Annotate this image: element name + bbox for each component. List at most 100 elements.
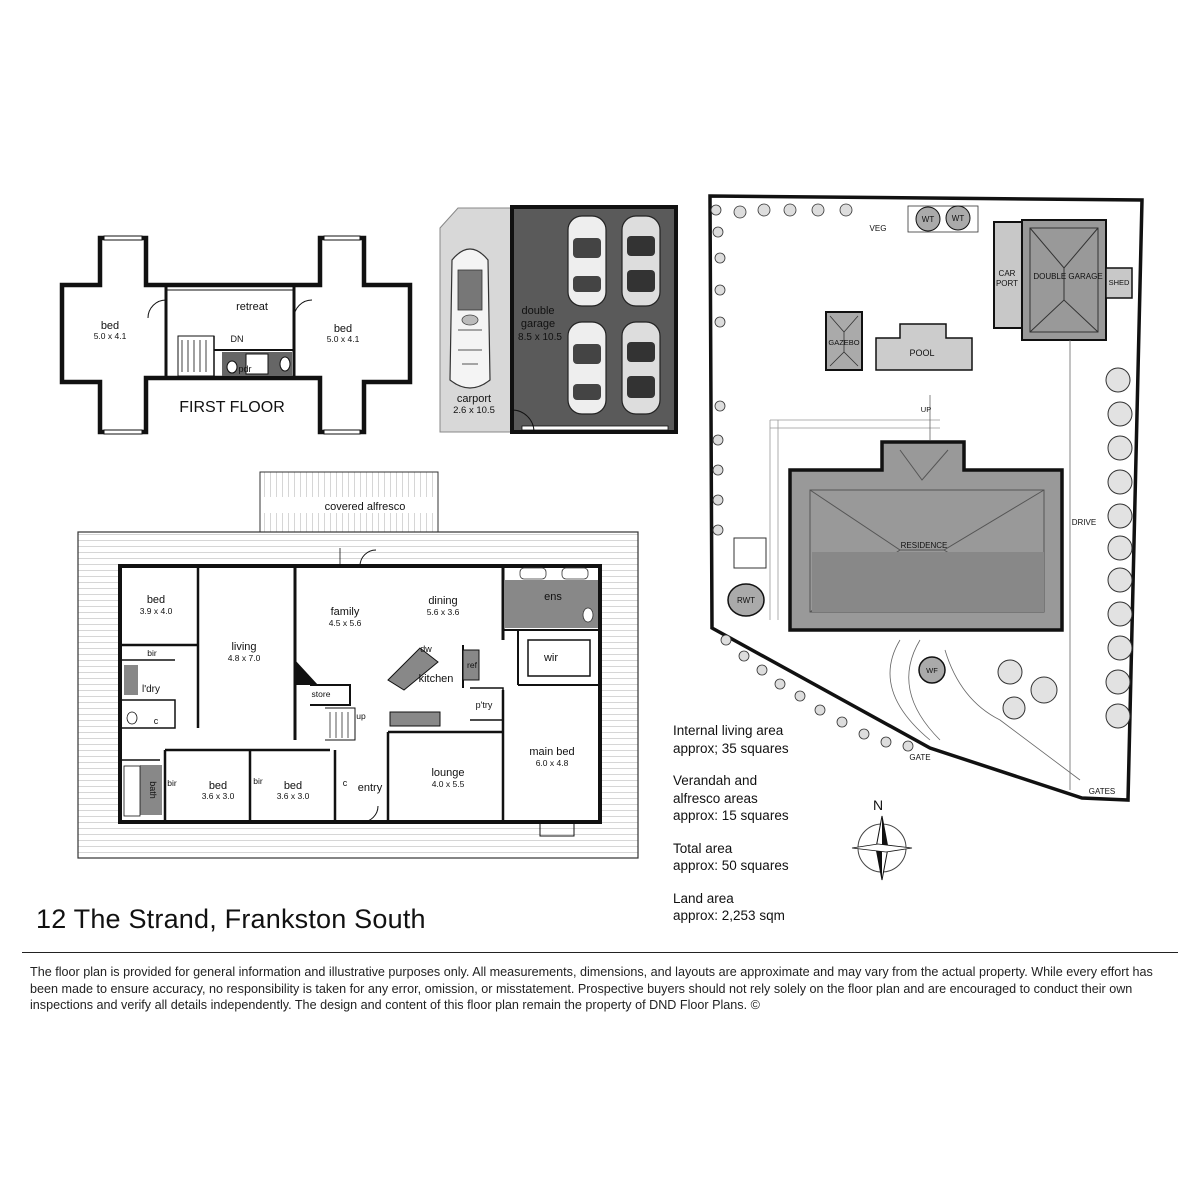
garden-trees <box>710 203 914 752</box>
pdr-label: pdr <box>238 364 251 374</box>
bir1-label: bir <box>147 648 157 658</box>
wt2-label: WT <box>952 214 965 223</box>
area-land-label: Land area <box>673 890 734 906</box>
carport-dims: 2.6 x 10.5 <box>453 405 495 416</box>
pool-label: POOL <box>909 348 934 358</box>
north-compass-icon: N <box>851 798 913 881</box>
bed3-dims: 3.6 x 3.0 <box>277 791 310 801</box>
area-verandah-label: Verandah and alfresco areas <box>673 773 758 806</box>
area-summary: Internal living area approx; 35 squares … <box>673 722 873 940</box>
rainwater-tank-icon <box>727 583 765 617</box>
site-gazebo <box>825 311 863 371</box>
dw-label: dw <box>420 644 432 654</box>
first-floor-plan: bed 5.0 x 4.1 bed 5.0 x 4.1 retreat DN p… <box>59 235 413 435</box>
ldry-label: l'dry <box>142 684 160 695</box>
ensuite <box>505 580 598 628</box>
bed2-dims: 3.6 x 3.0 <box>202 791 235 801</box>
area-land-value: approx: 2,253 sqm <box>673 908 785 923</box>
bir3-label: bir <box>253 776 263 786</box>
boundary-trees <box>997 367 1133 729</box>
ref-label: ref <box>467 660 478 670</box>
area-internal: Internal living area approx; 35 squares <box>673 722 873 757</box>
area-total-value: approx: 50 squares <box>673 858 789 873</box>
c1-label: c <box>154 716 159 726</box>
area-verandah-value: approx: 15 squares <box>673 808 789 823</box>
first-floor-outline <box>59 235 413 435</box>
kitchen-label: kitchen <box>419 673 454 685</box>
up-label: up <box>356 711 366 721</box>
area-internal-label: Internal living area <box>673 723 784 738</box>
bath-fixtures <box>140 765 162 815</box>
site-carport-label-1: CAR <box>999 269 1016 278</box>
dining-label: dining <box>428 595 457 607</box>
family-label: family <box>331 606 360 618</box>
c2-label: c <box>343 778 348 788</box>
area-total: Total area approx: 50 squares <box>673 840 873 875</box>
bir2-label: bir <box>167 778 177 788</box>
site-carport <box>993 221 1023 329</box>
first-floor-bed-left-label: bed <box>101 320 119 332</box>
gate-label: GATE <box>909 753 930 762</box>
bath-label: bath <box>148 781 158 799</box>
dn-label: DN <box>231 334 244 344</box>
bed2-label: bed <box>209 780 227 792</box>
disclaimer-text: The floor plan is provided for general i… <box>30 965 1153 1012</box>
car-icon <box>621 321 661 415</box>
laundry-fixtures <box>124 665 138 695</box>
footer-divider <box>22 952 1178 953</box>
rwt-label: RWT <box>737 596 755 605</box>
veg-label: VEG <box>870 224 887 233</box>
living-dims: 4.8 x 7.0 <box>228 653 261 663</box>
dining-dims: 5.6 x 3.6 <box>427 607 460 617</box>
main-bed-dims: 6.0 x 4.8 <box>536 758 569 768</box>
water-tank-1-icon <box>915 206 941 232</box>
gazebo-label: GAZEBO <box>828 338 859 347</box>
property-address: 12 The Strand, Frankston South <box>36 904 426 934</box>
boat-icon <box>449 248 491 389</box>
gates-label: GATES <box>1089 787 1116 796</box>
retreat-label: retreat <box>236 301 268 313</box>
wt1-label: WT <box>922 215 935 224</box>
ens-label: ens <box>544 591 562 603</box>
area-land: Land area approx: 2,253 sqm <box>673 890 873 925</box>
wf-label: WF <box>926 666 938 675</box>
residence-label: RESIDENCE <box>901 541 948 550</box>
drive-label: DRIVE <box>1072 518 1096 527</box>
lounge-dims: 4.0 x 5.5 <box>432 779 465 789</box>
covered-alfresco-label: covered alfresco <box>325 501 406 513</box>
double-garage-dims: 8.5 x 10.5 <box>518 332 562 343</box>
site-carport-label-2: PORT <box>996 279 1018 288</box>
north-label: N <box>873 798 883 813</box>
double-garage-label-1: double <box>521 305 554 317</box>
car-icon <box>567 321 607 415</box>
carport-label: carport <box>457 393 491 405</box>
area-verandah: Verandah and alfresco areas approx: 15 s… <box>673 772 873 825</box>
lounge-label: lounge <box>431 767 464 779</box>
car-icon <box>621 215 661 307</box>
area-total-label: Total area <box>673 840 733 856</box>
water-feature-icon <box>918 656 946 684</box>
site-garage-label: DOUBLE GARAGE <box>1033 272 1102 281</box>
car-icon <box>567 215 607 307</box>
site-plan: VEG WT WT CAR PORT DOUBLE GARAGE SHED GA… <box>708 194 1144 802</box>
family-dims: 4.5 x 5.6 <box>329 618 362 628</box>
kitchen-island <box>387 647 480 727</box>
bed3-label: bed <box>284 780 302 792</box>
first-floor-bed-right-dims: 5.0 x 4.1 <box>327 334 360 344</box>
first-floor-title: FIRST FLOOR <box>179 399 285 416</box>
area-internal-value: approx; 35 squares <box>673 740 789 756</box>
shed-label: SHED <box>1109 278 1130 287</box>
garage-carport-plan: double garage 8.5 x 10.5 carport 2.6 x 1… <box>439 205 678 434</box>
double-garage-label-2: garage <box>521 318 555 330</box>
main-bed-label: main bed <box>529 746 574 758</box>
bed1-dims: 3.9 x 4.0 <box>140 606 173 616</box>
site-up-label: UP <box>921 405 931 414</box>
first-floor-bed-left-dims: 5.0 x 4.1 <box>94 331 127 341</box>
store-label: store <box>312 689 331 699</box>
entry-label: entry <box>358 782 383 794</box>
ground-floor-plan: covered alfresco <box>77 471 639 859</box>
ptry-label: p'try <box>476 700 493 710</box>
bed1-label: bed <box>147 594 165 606</box>
first-floor-bed-right-label: bed <box>334 323 352 335</box>
living-label: living <box>231 641 256 653</box>
